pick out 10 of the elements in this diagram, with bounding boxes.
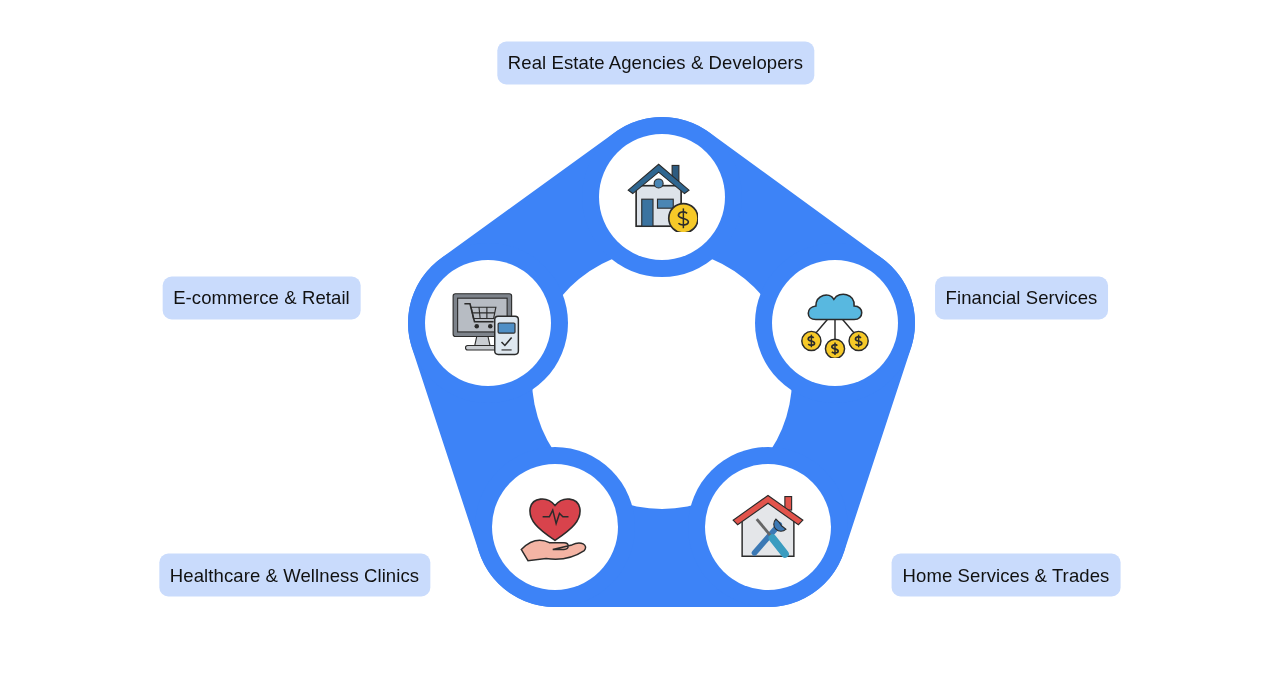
category-label: Home Services & Trades [902,564,1110,586]
category-tag [496,41,815,84]
category-label: Healthcare & Wellness Clinics [169,564,420,586]
category-label: Real Estate Agencies & Developers [507,51,804,74]
category-tag [891,553,1121,597]
category-label: Financial Services [945,286,1098,309]
category-tag [934,276,1109,319]
category-label: E-commerce & Retail [173,286,350,309]
category-tag [158,553,431,597]
category-tag [162,276,361,319]
